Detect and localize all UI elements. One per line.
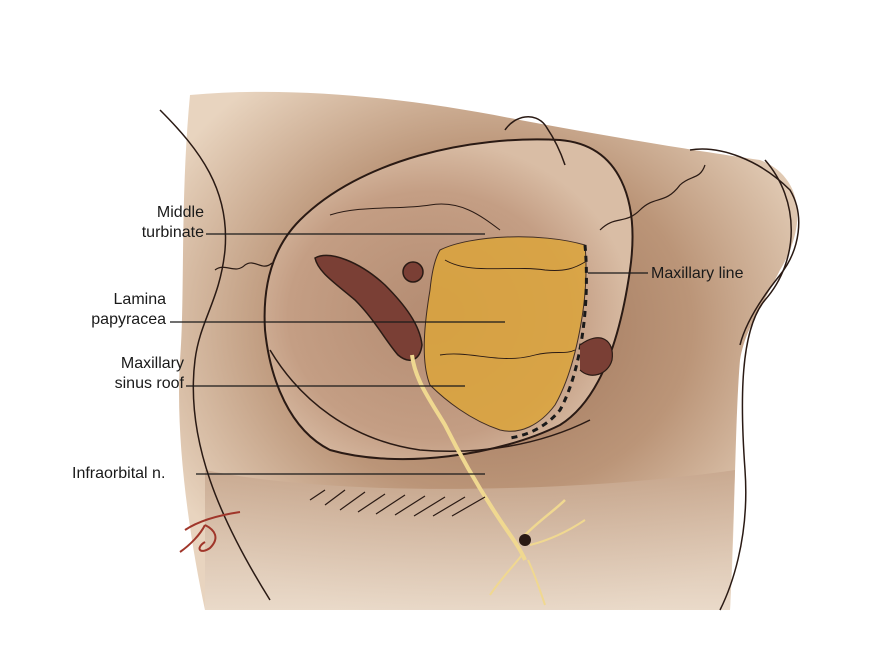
artist-signature bbox=[179, 511, 241, 553]
nerve-branch-1 bbox=[524, 499, 566, 536]
nerve-branch-4 bbox=[527, 559, 546, 606]
lamina-suture-1 bbox=[444, 259, 586, 271]
lacrimal-fossa bbox=[579, 337, 613, 376]
zygoma-contour bbox=[689, 148, 800, 346]
supraorbital-notch bbox=[504, 116, 566, 166]
label-infraorbital-nerve: Infraorbital n. bbox=[72, 465, 166, 482]
suture-right bbox=[599, 164, 706, 231]
nerve-branch-3 bbox=[489, 554, 523, 596]
middle-turbinate-shape bbox=[314, 254, 423, 361]
lamina-highlight bbox=[423, 236, 587, 432]
label-middle-turbinate: Middle turbinate bbox=[141, 204, 204, 241]
right-face-contour bbox=[719, 159, 792, 611]
inner-suture bbox=[329, 203, 501, 231]
maxillary-line-dashed bbox=[509, 244, 588, 440]
orbit-floor bbox=[269, 349, 591, 452]
label-maxillary-sinus-roof: Maxillary sinus roof bbox=[114, 355, 184, 392]
lower-face-fade bbox=[205, 470, 735, 610]
nerve-branch-2 bbox=[529, 519, 586, 546]
hatching bbox=[309, 489, 486, 517]
ethmoid-foramen bbox=[402, 261, 424, 283]
infraorbital-nerve bbox=[410, 354, 527, 561]
infraorbital-foramen bbox=[519, 534, 531, 546]
lamina-suture-2 bbox=[439, 349, 576, 359]
left-face-contour bbox=[159, 109, 271, 601]
suture-left bbox=[214, 262, 273, 271]
label-lamina-papyracea: Lamina papyracea bbox=[91, 291, 166, 328]
label-maxillary-line: Maxillary line bbox=[651, 265, 744, 282]
